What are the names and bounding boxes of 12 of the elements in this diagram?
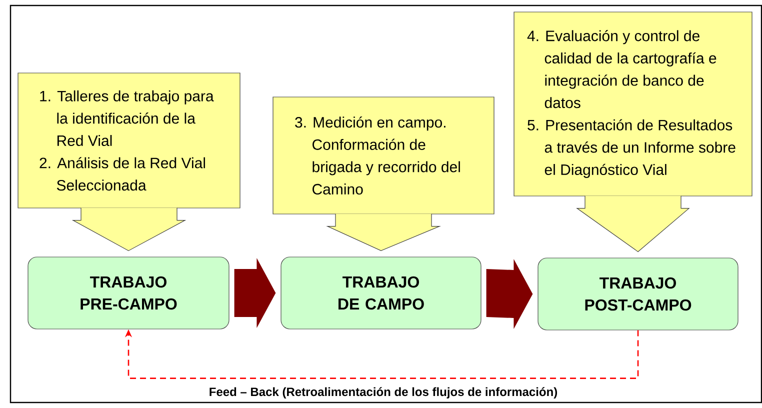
callout-arrow	[72, 208, 186, 252]
process-box: TRABAJO PRE-CAMPO	[28, 256, 230, 330]
block-arrow	[486, 259, 533, 329]
block-arrow	[234, 258, 276, 328]
callout-box: 3. Medición en campo. Conformación de brigada y recorrido del Camino	[272, 96, 494, 214]
process-box: TRABAJO POST-CAMPO	[538, 258, 738, 330]
callout-box: 4. Evaluación y control de calidad de la cartografía e integración de banco de datos 5. Presentación de Resultados a través de un Informe sobre el Diagnóstico Vial	[514, 12, 752, 196]
callout-arrow	[576, 196, 690, 252]
edge-label: Feed – Back (Retroalimentación de los flujos de información)	[210, 387, 558, 398]
callout-arrow	[326, 214, 441, 252]
process-box: TRABAJO DE CAMPO	[280, 256, 482, 330]
callout-box: 1. Talleres de trabajo para la identificación de la Red Vial 2. Análisis de la Red Vial Seleccionada	[18, 72, 240, 208]
